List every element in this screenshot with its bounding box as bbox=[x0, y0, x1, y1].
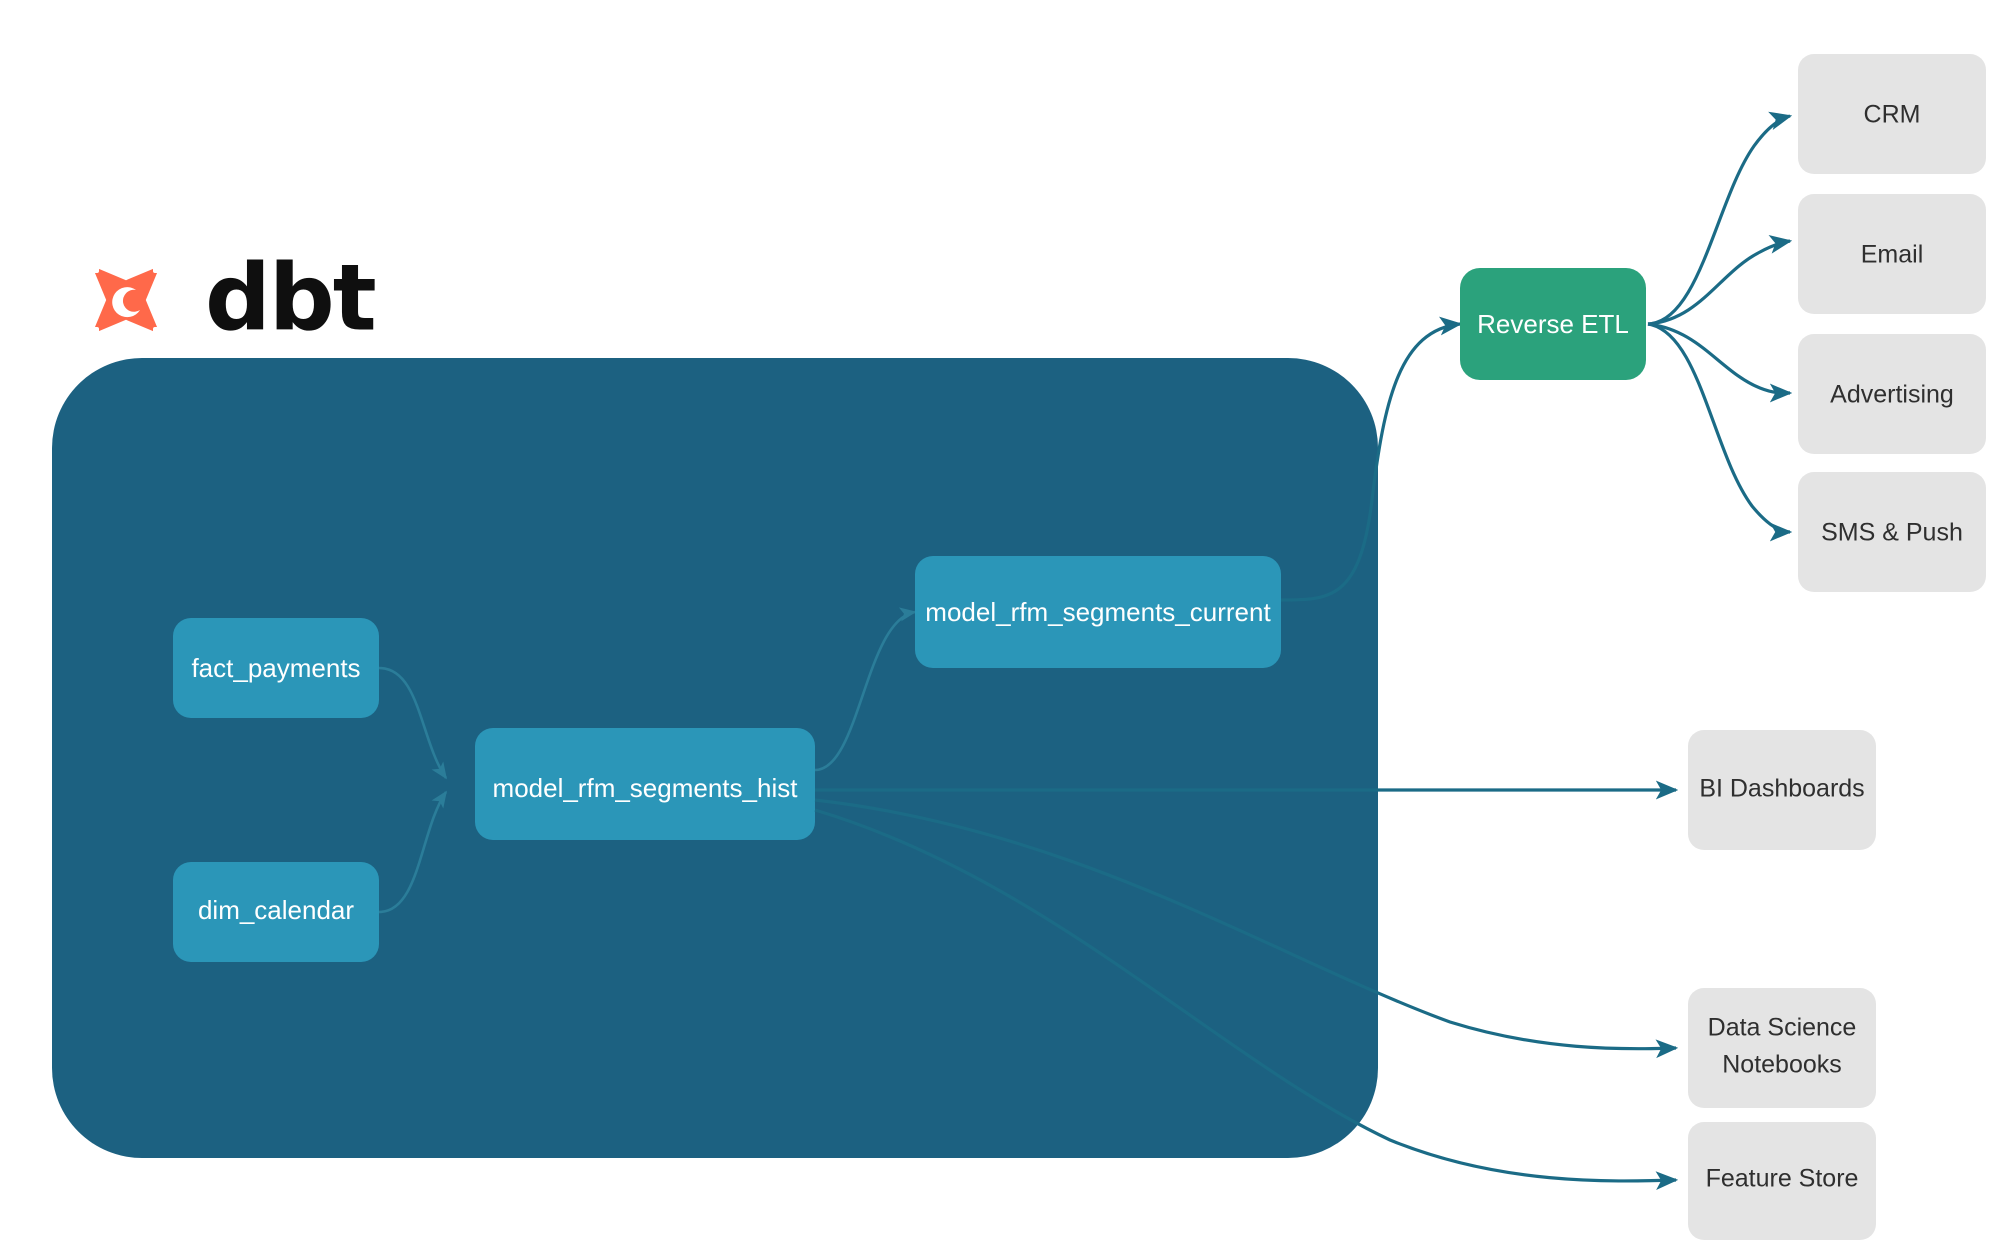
dbt-wordmark: dbt bbox=[205, 244, 375, 351]
model-label-dim-calendar: dim_calendar bbox=[198, 895, 354, 925]
analytics-destinations: BI Dashboards Data Science Notebooks Fea… bbox=[1688, 730, 1876, 1240]
internal-edges bbox=[378, 607, 917, 914]
destination-label-data-science-notebooks-line2: Notebooks bbox=[1722, 1051, 1842, 1079]
destination-label-bi-dashboards: BI Dashboards bbox=[1699, 775, 1864, 803]
edge-hist-to-feature-store bbox=[814, 808, 1679, 1191]
edge-dim-calendar-to-hist bbox=[378, 790, 448, 914]
destination-node-email[interactable]: Email bbox=[1798, 194, 1986, 314]
destination-node-crm[interactable]: CRM bbox=[1798, 54, 1986, 174]
model-nodes: fact_payments dim_calendar model_rfm_seg… bbox=[173, 556, 1281, 962]
destination-node-bi-dashboards[interactable]: BI Dashboards bbox=[1688, 730, 1876, 850]
model-node-fact-payments[interactable]: fact_payments bbox=[173, 618, 379, 718]
destination-node-data-science-notebooks[interactable]: Data Science Notebooks bbox=[1688, 988, 1876, 1108]
destination-label-sms-push: SMS & Push bbox=[1821, 519, 1963, 547]
edge-reverse-etl-to-crm bbox=[1647, 111, 1793, 326]
model-node-rfm-segments-hist[interactable]: model_rfm_segments_hist bbox=[475, 728, 815, 840]
model-label-rfm-segments-current: model_rfm_segments_current bbox=[925, 597, 1271, 627]
reverse-etl-label: Reverse ETL bbox=[1477, 309, 1629, 339]
activation-channels: CRM Email Advertising SMS & Push bbox=[1798, 54, 1986, 592]
destination-label-data-science-notebooks-line1: Data Science bbox=[1708, 1014, 1857, 1042]
model-label-fact-payments: fact_payments bbox=[191, 653, 360, 683]
destination-node-feature-store[interactable]: Feature Store bbox=[1688, 1122, 1876, 1240]
destination-node-sms-push[interactable]: SMS & Push bbox=[1798, 472, 1986, 592]
edge-hist-to-current bbox=[814, 607, 917, 772]
edge-reverse-etl-to-email bbox=[1647, 235, 1793, 326]
edge-current-to-reverse-etl bbox=[1280, 316, 1463, 602]
destination-label-advertising: Advertising bbox=[1830, 381, 1954, 409]
edge-hist-to-data-science-notebooks bbox=[814, 798, 1679, 1059]
destination-node-advertising[interactable]: Advertising bbox=[1798, 334, 1986, 454]
model-node-dim-calendar[interactable]: dim_calendar bbox=[173, 862, 379, 962]
outgoing-edges bbox=[814, 111, 1793, 1191]
dbt-logo-icon bbox=[88, 262, 164, 338]
reverse-etl-node[interactable]: Reverse ETL bbox=[1460, 268, 1646, 380]
edge-fact-payments-to-hist bbox=[378, 666, 448, 780]
dbt-brand: dbt bbox=[88, 244, 377, 351]
model-label-rfm-segments-hist: model_rfm_segments_hist bbox=[493, 773, 799, 803]
edge-reverse-etl-to-advertising bbox=[1647, 322, 1793, 403]
destination-label-feature-store: Feature Store bbox=[1706, 1165, 1859, 1193]
destination-label-email: Email bbox=[1861, 241, 1924, 269]
edge-reverse-etl-to-sms-push bbox=[1647, 322, 1793, 542]
model-node-rfm-segments-current[interactable]: model_rfm_segments_current bbox=[915, 556, 1281, 668]
destination-label-crm: CRM bbox=[1864, 101, 1921, 129]
